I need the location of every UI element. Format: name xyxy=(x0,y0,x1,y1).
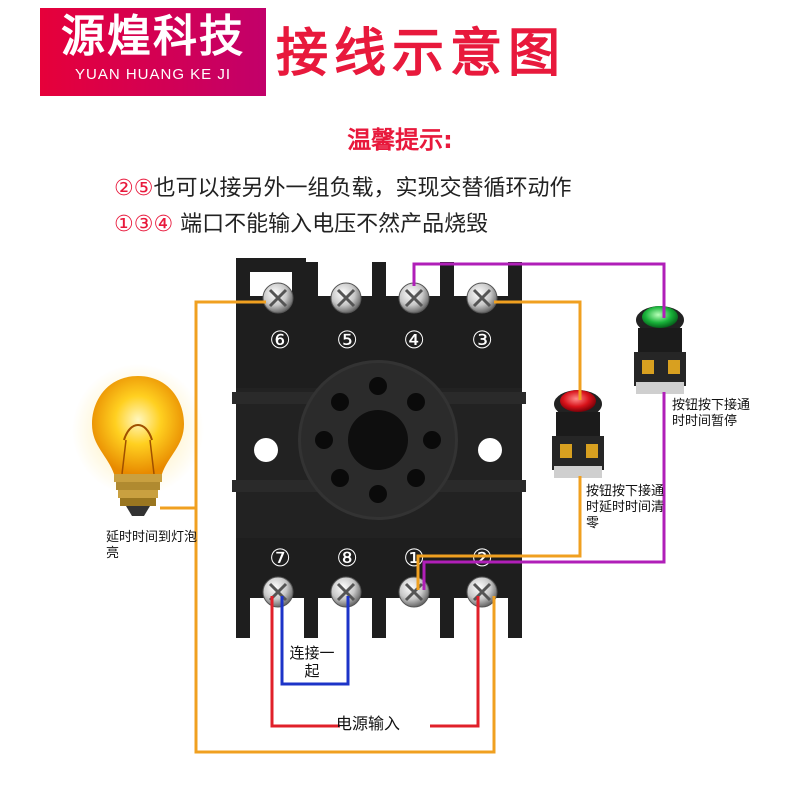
wire-purple-4-green xyxy=(412,262,666,318)
screw-4 xyxy=(398,282,430,314)
top-screws xyxy=(262,282,498,314)
wire-orange-3-red xyxy=(494,300,582,400)
light-bulb xyxy=(72,364,204,516)
terminal-label-2: ② xyxy=(471,544,493,572)
wire-orange-lamp-return xyxy=(194,508,496,754)
terminal-label-3: ③ xyxy=(471,326,493,354)
tip-line-2: ①③④ 端口不能输入电压不然产品烧毁 xyxy=(114,206,488,238)
power-input-label: 电源输入 xyxy=(336,714,401,733)
red-button-label: 按钮按下接通时延时时间清零 xyxy=(586,484,665,531)
screw-7 xyxy=(262,576,294,608)
tip-line-1: ②⑤也可以接另外一组负载，实现交替循环动作 xyxy=(114,170,571,202)
brand-name-en: YUAN HUANG KE JI xyxy=(74,66,232,83)
screw-6 xyxy=(262,282,294,314)
wire-red-power-7 xyxy=(270,596,340,728)
terminal-label-6: ⑥ xyxy=(269,326,291,354)
tip-2-text: 端口不能输入电压不然产品烧毁 xyxy=(173,212,489,237)
green-push-button xyxy=(634,306,686,394)
tip-1-numbers: ②⑤ xyxy=(114,176,154,201)
screw-5 xyxy=(330,282,362,314)
lamp-label: 延时时间到灯泡亮 xyxy=(106,530,198,561)
wires xyxy=(160,262,666,754)
terminal-label-8: ⑧ xyxy=(336,544,358,572)
brand-logo: 源煌科技 YUAN HUANG KE JI xyxy=(40,8,266,96)
terminal-label-5: ⑤ xyxy=(336,326,358,354)
tip-2-numbers: ①③④ xyxy=(114,212,174,237)
terminal-label-4: ④ xyxy=(403,326,425,354)
screw-1 xyxy=(398,576,430,608)
terminal-label-7: ⑦ xyxy=(269,544,291,572)
connect-label: 连接一起 xyxy=(289,644,335,680)
brand-name-cn: 源煌科技 xyxy=(61,11,245,62)
screw-8 xyxy=(330,576,362,608)
screw-3 xyxy=(466,282,498,314)
wire-orange-6-lamp xyxy=(160,300,266,510)
red-push-button xyxy=(552,390,604,478)
wire-purple-green-1 xyxy=(422,392,666,590)
terminal-label-1: ① xyxy=(403,544,425,572)
screw-2 xyxy=(466,576,498,608)
wire-red-power-2 xyxy=(430,596,480,728)
green-button-label: 按钮按下接通时时间暂停 xyxy=(672,398,751,429)
tip-1-text: 也可以接另外一组负载，实现交替循环动作 xyxy=(153,176,572,201)
wire-blue-7-8 xyxy=(280,596,350,686)
wire-orange-red-1 xyxy=(416,476,582,590)
tips-heading: 温馨提示: xyxy=(347,126,453,154)
page-title: 接线示意图 xyxy=(276,24,567,84)
